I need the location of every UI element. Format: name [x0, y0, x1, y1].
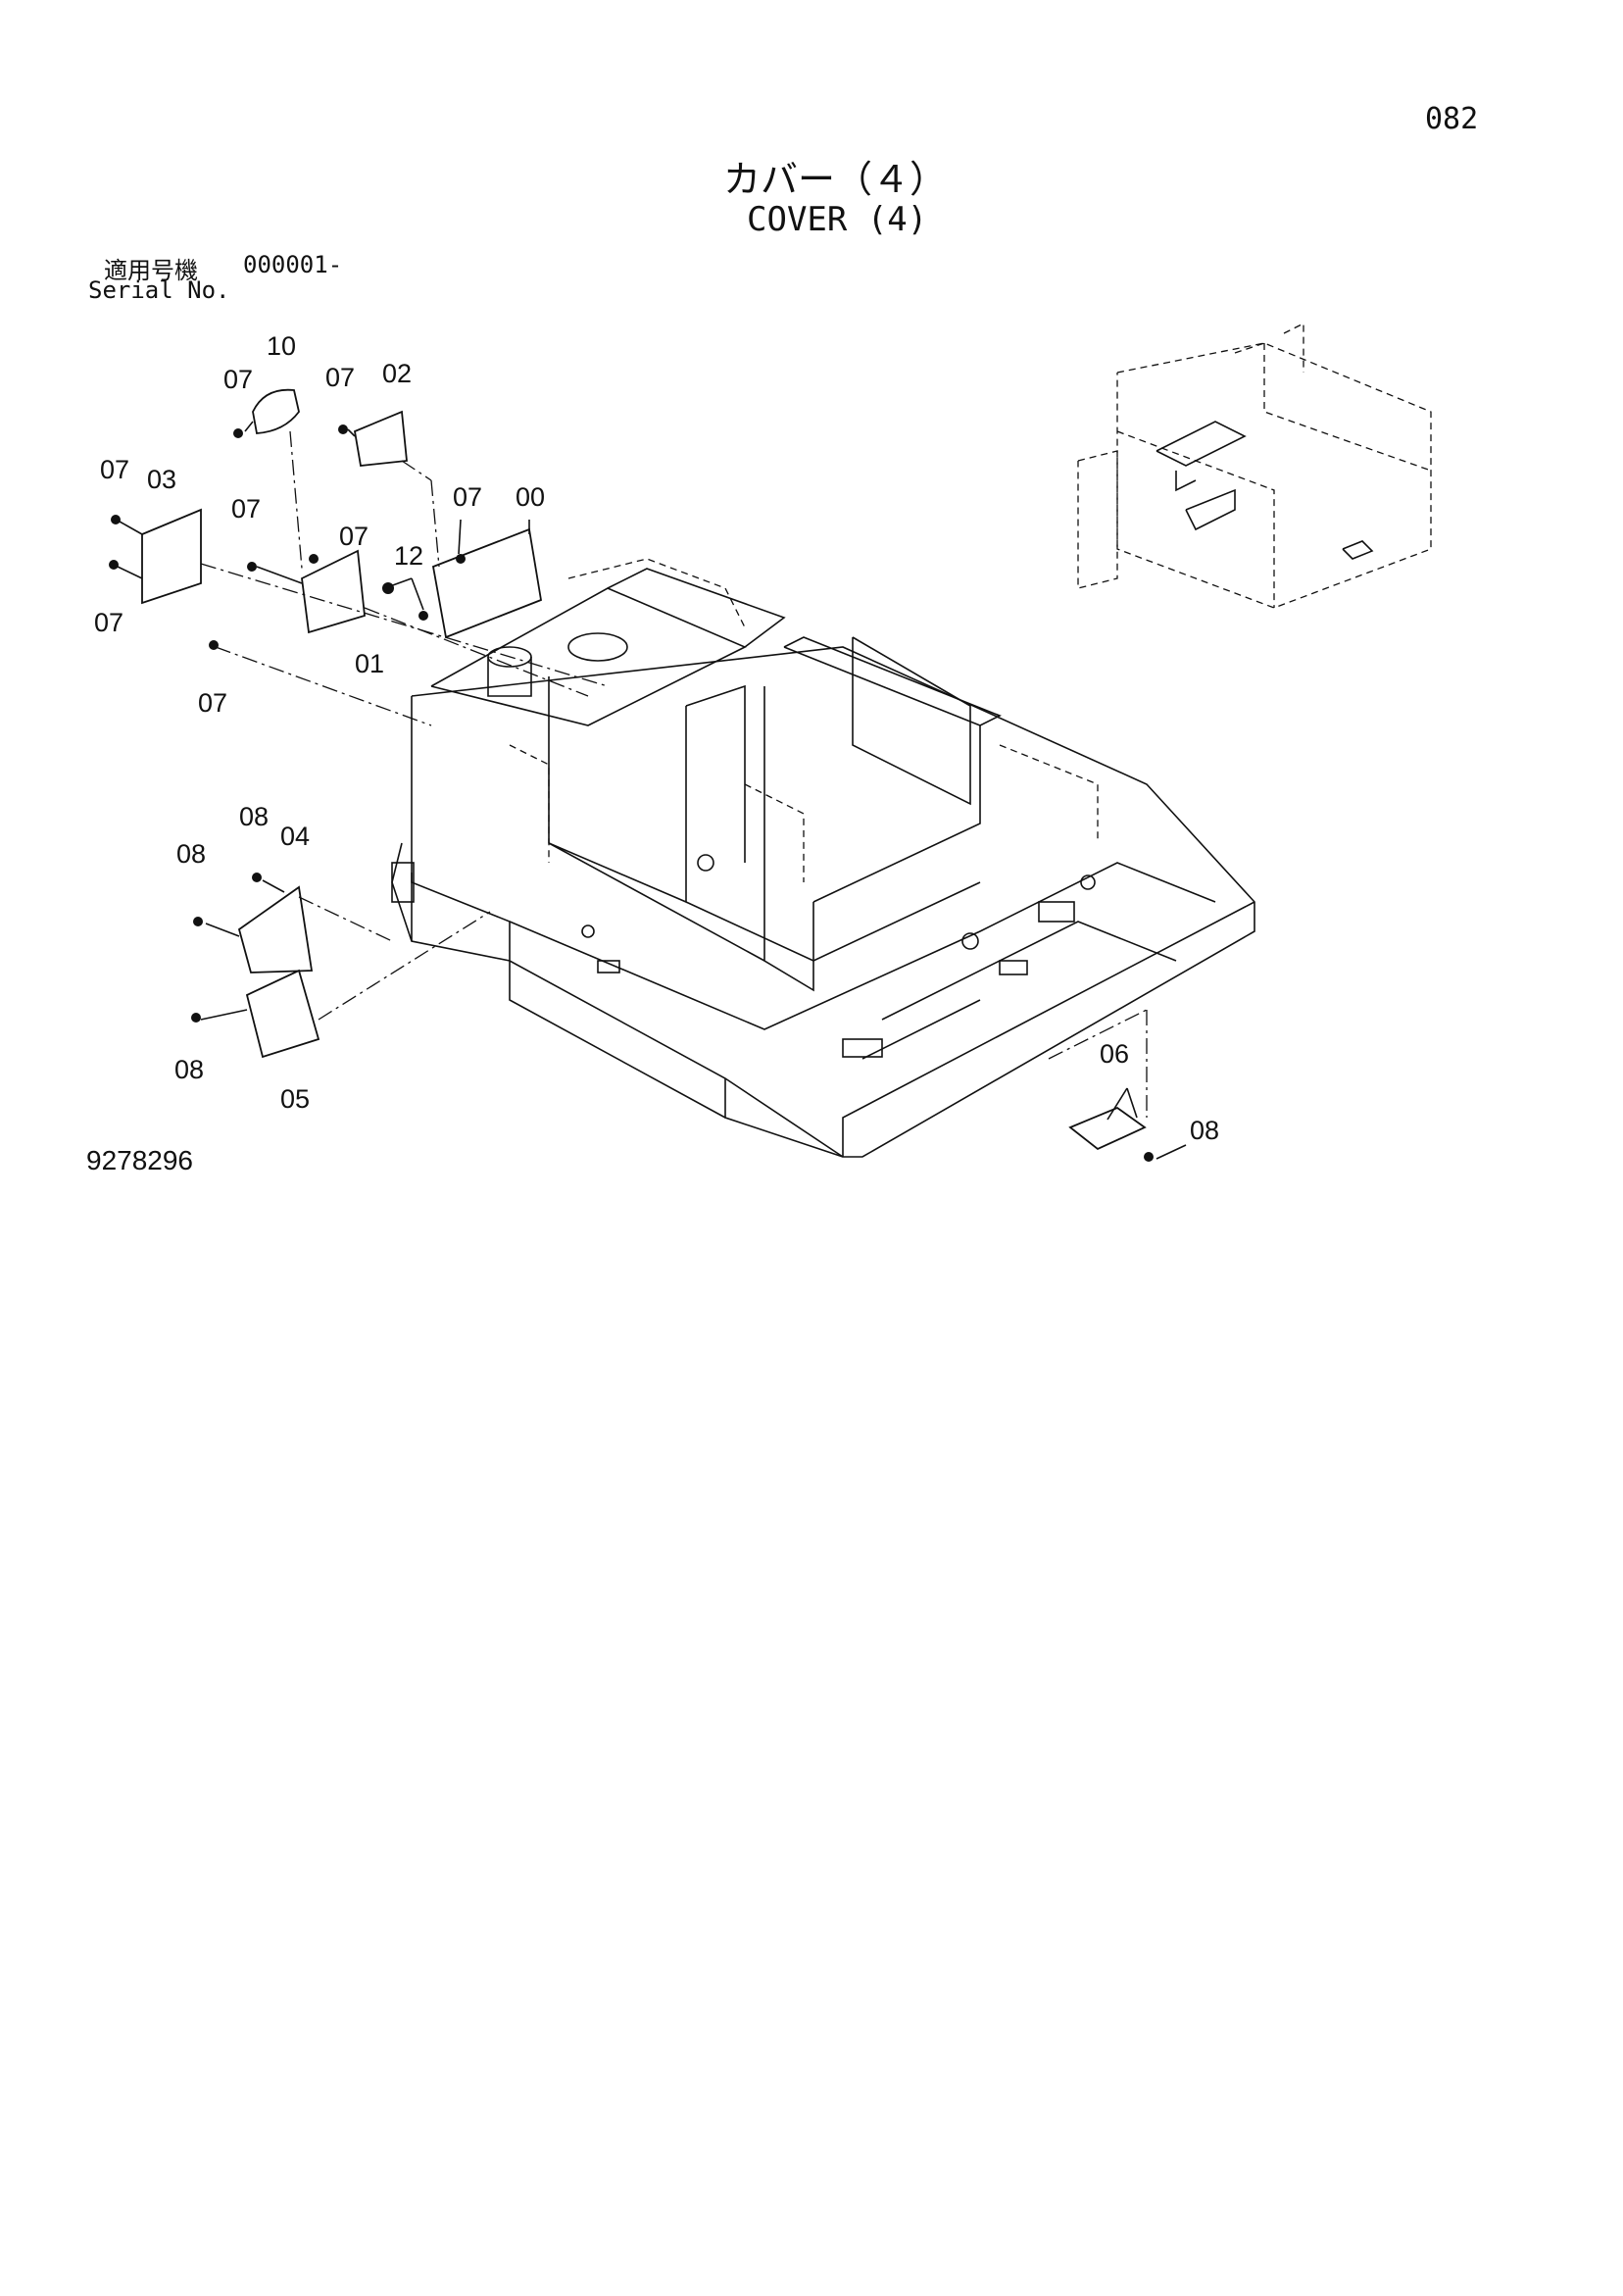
- callout-07: 07: [339, 522, 369, 551]
- callout-04: 04: [280, 822, 310, 851]
- drawing-number: 9278296: [86, 1145, 194, 1175]
- part-05-cover: [245, 969, 320, 1059]
- inset-location-view: [1077, 322, 1432, 609]
- part-06-cover: [1068, 1106, 1147, 1151]
- callout-07: 07: [325, 363, 355, 392]
- callout-12: 12: [394, 541, 423, 571]
- part-04-cover: [237, 885, 314, 973]
- callout-08: 08: [1190, 1116, 1219, 1145]
- callout-labels: 10 07 07 02 07 03 07 07 07 00 12 07 01 0…: [94, 331, 1219, 1145]
- callout-00: 00: [516, 482, 545, 512]
- part-00-cover: [431, 527, 543, 639]
- serial-range: 000001-: [243, 251, 343, 278]
- page-title-english: COVER (4): [747, 200, 928, 239]
- callout-02: 02: [382, 359, 412, 388]
- page-number: 082: [1425, 102, 1479, 136]
- serial-label-english: Serial No.: [88, 276, 230, 304]
- assembly-lines: [117, 421, 1187, 1160]
- serial-label-japanese: 適用号機: [104, 257, 198, 284]
- callout-07: 07: [453, 482, 482, 512]
- main-frame-drawing: [391, 558, 1255, 1158]
- part-01-cover: [301, 549, 366, 634]
- callout-07: 07: [198, 688, 227, 718]
- callout-07: 07: [231, 494, 261, 524]
- callout-10: 10: [267, 331, 296, 361]
- callout-07: 07: [223, 365, 253, 394]
- part-10-cover: [252, 388, 300, 434]
- callout-05: 05: [280, 1084, 310, 1114]
- page-title-japanese: カバー（４）: [723, 158, 948, 201]
- callout-08: 08: [239, 802, 269, 831]
- callout-07: 07: [100, 455, 129, 484]
- callout-08: 08: [174, 1055, 204, 1084]
- part-03-cover: [141, 508, 202, 605]
- callout-03: 03: [147, 465, 176, 494]
- callout-01: 01: [355, 649, 384, 678]
- bolt-symbols: [109, 424, 1154, 1162]
- callout-08: 08: [176, 839, 206, 869]
- callout-06: 06: [1100, 1039, 1129, 1069]
- part-02-cover: [353, 410, 408, 467]
- callout-07: 07: [94, 608, 123, 637]
